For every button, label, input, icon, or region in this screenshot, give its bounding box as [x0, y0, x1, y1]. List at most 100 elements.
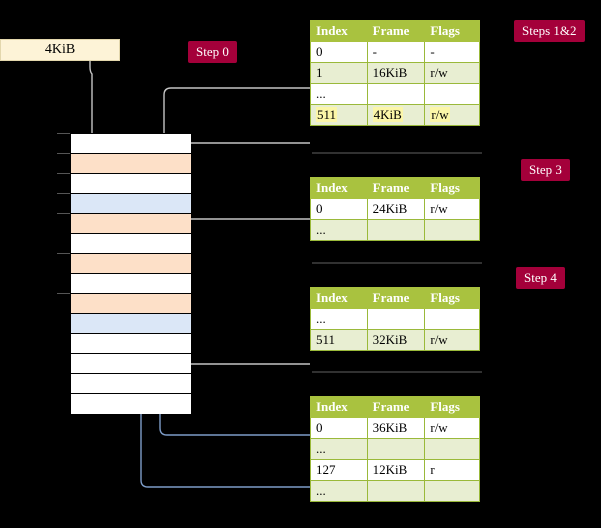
table-cell: - — [366, 41, 426, 63]
memory-frame-row — [71, 394, 191, 414]
table-cell — [424, 219, 480, 241]
table-cell: 32KiB — [366, 329, 426, 351]
table-cell — [424, 83, 480, 105]
table-cell: 127 — [310, 459, 368, 481]
table-column-header: Flags — [424, 177, 480, 199]
table-cell: r — [424, 459, 480, 481]
table-cell: r/w — [424, 417, 480, 439]
table-cell: 511 — [310, 329, 368, 351]
wire-steps12-b — [171, 142, 310, 212]
table-cell: 0 — [310, 198, 368, 220]
highlighted-value: 511 — [316, 107, 338, 122]
table-cell: 0 — [310, 41, 368, 63]
table-row: ... — [310, 438, 480, 460]
table-cell — [366, 308, 426, 330]
memory-frame-row — [71, 174, 191, 194]
table-cell: - — [424, 41, 480, 63]
table-cell: 4KiB — [366, 104, 426, 126]
memory-row-tick — [57, 173, 70, 174]
table-column-header: Flags — [424, 396, 480, 418]
table-cell: r/w — [424, 329, 480, 351]
table-cell: 1 — [310, 62, 368, 84]
highlighted-value: 4KiB — [372, 107, 403, 122]
table-cell — [366, 438, 426, 460]
table-row: 0-- — [310, 41, 480, 63]
table-row: ... — [310, 219, 480, 241]
table-column-header: Frame — [366, 396, 426, 418]
table-row: ... — [310, 480, 480, 502]
table-cell: ... — [310, 308, 368, 330]
table-cell: r/w — [424, 62, 480, 84]
table-column-header: Index — [310, 177, 368, 199]
badge-step-4: Step 4 — [516, 267, 565, 289]
memory-frame-row — [71, 354, 191, 374]
table-column-header: Index — [310, 396, 368, 418]
memory-frame-row — [71, 334, 191, 354]
table-cell: ... — [310, 83, 368, 105]
memory-frame-row — [71, 234, 191, 254]
table-cell: ... — [310, 480, 368, 502]
memory-frame-row — [71, 194, 191, 214]
memory-frame-row — [71, 374, 191, 394]
table-row: ... — [310, 83, 480, 105]
memory-frame-row — [71, 254, 191, 274]
table-column-header: Frame — [366, 177, 426, 199]
table-cell: 511 — [310, 104, 368, 126]
table-cell: r/w — [424, 104, 480, 126]
badge-step-3: Step 3 — [521, 159, 570, 181]
memory-frame-row — [71, 294, 191, 314]
table-column-header: Index — [310, 20, 368, 42]
memory-frame-row — [71, 214, 191, 234]
table-cell: 12KiB — [366, 459, 426, 481]
table-shadow-1 — [312, 152, 482, 154]
memory-frame-row — [71, 154, 191, 174]
table-row: ... — [310, 308, 480, 330]
table-column-header: Frame — [366, 287, 426, 309]
memory-row-tick — [57, 193, 70, 194]
source-page-box: 4KiB — [0, 39, 120, 61]
memory-frame-row — [71, 314, 191, 334]
memory-row-tick — [57, 133, 70, 134]
table-column-header: Frame — [366, 20, 426, 42]
physical-memory-column — [70, 133, 191, 414]
table-cell — [366, 480, 426, 502]
table-cell: 0 — [310, 417, 368, 439]
table-column-header: Flags — [424, 20, 480, 42]
memory-row-tick — [57, 213, 70, 214]
memory-frame-row — [71, 274, 191, 294]
table-cell: 24KiB — [366, 198, 426, 220]
memory-row-tick — [57, 153, 70, 154]
table-column-header: Index — [310, 287, 368, 309]
table-cell — [424, 438, 480, 460]
table-cell — [366, 83, 426, 105]
wire-step4 — [178, 304, 310, 365]
memory-row-tick — [57, 293, 70, 294]
wire-step3 — [178, 218, 310, 272]
table-cell — [366, 219, 426, 241]
table-cell: 36KiB — [366, 417, 426, 439]
table-cell — [424, 480, 480, 502]
badge-steps-1-2: Steps 1&2 — [514, 20, 585, 42]
source-page-label: 4KiB — [44, 42, 76, 57]
table-cell: 16KiB — [366, 62, 426, 84]
table-cell: ... — [310, 219, 368, 241]
table-column-header: Flags — [424, 287, 480, 309]
table-cell — [424, 308, 480, 330]
badge-step-0: Step 0 — [188, 41, 237, 63]
table-row: 511 4KiB r/w — [310, 104, 480, 126]
table-cell: ... — [310, 438, 368, 460]
table-cell: r/w — [424, 198, 480, 220]
table-shadow-3 — [312, 371, 482, 373]
memory-frame-row — [71, 134, 191, 154]
table-shadow-2 — [312, 262, 482, 264]
highlighted-value: r/w — [430, 107, 450, 122]
